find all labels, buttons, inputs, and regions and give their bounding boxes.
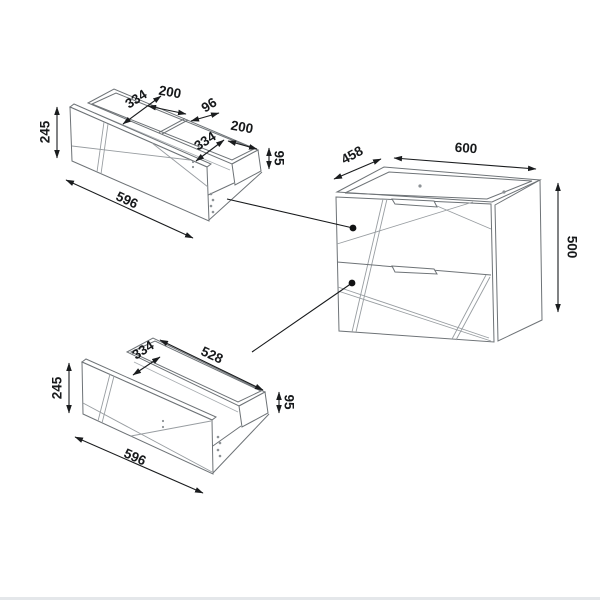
- dim-label-bottom-drawer-height: 245: [50, 376, 65, 399]
- leader-dot-bottom-drawer: [348, 279, 356, 287]
- cabinet-decor-lines: [336, 198, 492, 342]
- leader-dot-top-drawer: [349, 224, 357, 232]
- dim-line-inner-width: [159, 339, 264, 391]
- cabinet-body: [335, 166, 543, 343]
- drawer-bottom-edge: [212, 413, 270, 474]
- screw-holes: [418, 184, 506, 194]
- dim-line-width: [65, 179, 194, 239]
- dim-line-right-depth: [195, 139, 225, 162]
- drawer-box-right-wall: [231, 149, 262, 186]
- bottom-drawer-figure: 245 596 334 528 95: [50, 337, 297, 494]
- top-drawer-figure: 245 596 334 200 96 200 334 95: [38, 83, 287, 239]
- dim-line-width: [74, 436, 204, 494]
- dim-label-top-drawer-height: 245: [38, 120, 53, 143]
- dim-label-bottom-drawer-side-height: 95: [282, 394, 297, 410]
- drawer-divider: [158, 118, 189, 135]
- dim-label-top-drawer-width: 596: [114, 188, 141, 211]
- dim-label-left-width: 200: [158, 83, 183, 102]
- dim-label-gap: 96: [199, 94, 220, 115]
- drawer-box-right-wall: [238, 391, 269, 428]
- cabinet-side-panel: [494, 179, 543, 342]
- dim-line-left-width: [147, 104, 187, 116]
- dim-label-cabinet-height: 500: [565, 236, 580, 259]
- bottom-drawer-body: [81, 337, 270, 475]
- dim-line-depth: [132, 356, 161, 376]
- dim-line-right-width: [227, 140, 258, 150]
- dim-line-depth: [333, 158, 382, 180]
- dim-line-width: [393, 155, 537, 172]
- dim-line-left-depth: [122, 95, 162, 125]
- dim-line-gap: [190, 112, 220, 122]
- cabinet-figure: 458 600 500: [333, 140, 580, 343]
- leader-line-top-drawer: [226, 198, 354, 229]
- dim-label-top-drawer-side-height: 95: [272, 150, 287, 166]
- front-panel-decor-lines: [71, 121, 209, 188]
- page-bottom-border: [0, 597, 600, 600]
- cabinet-dimensions: 458 600 500: [333, 140, 580, 313]
- dim-label-cabinet-width: 600: [454, 140, 478, 157]
- dim-label-cabinet-depth: 458: [339, 143, 366, 167]
- leader-line-bottom-drawer: [251, 282, 353, 353]
- drawer-bottom-edge: [208, 171, 263, 221]
- leader-lines: [226, 198, 357, 353]
- top-drawer-handle: [391, 198, 438, 208]
- top-drawer-body: [69, 88, 263, 222]
- mounting-holes: [191, 160, 215, 214]
- mounting-holes: [161, 419, 222, 458]
- bottom-drawer-handle: [391, 265, 438, 275]
- dim-label-right-width: 200: [230, 118, 255, 137]
- dim-label-bottom-drawer-width: 596: [122, 446, 149, 469]
- drawer-runner-edge: [209, 425, 242, 449]
